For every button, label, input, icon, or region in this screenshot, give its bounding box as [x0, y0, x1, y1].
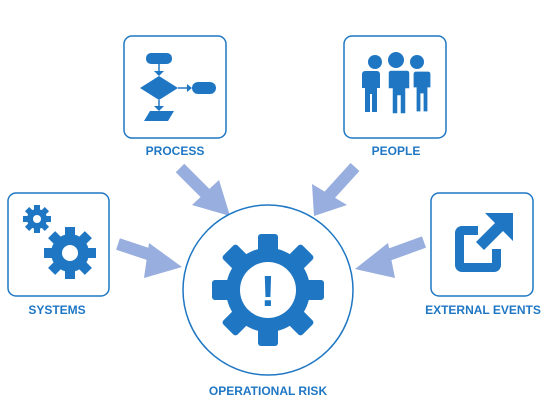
arrow-people-to-risk — [312, 162, 360, 216]
arrow-process-to-risk — [175, 163, 230, 216]
people-group-icon — [359, 52, 432, 115]
external-link-icon — [455, 213, 513, 272]
arrow-external-to-risk — [355, 236, 427, 278]
operational-risk-label: OPERATIONAL RISK — [209, 384, 328, 398]
gear-exclamation-icon: ! — [212, 234, 324, 346]
exclamation-mark: ! — [261, 267, 276, 316]
people-node: PEOPLE — [343, 35, 447, 158]
external-events-label: EXTERNAL EVENTS — [425, 303, 541, 317]
systems-node: SYSTEMS — [7, 192, 110, 317]
arrow-systems-to-risk — [116, 238, 182, 278]
flowchart-icon — [140, 53, 216, 121]
operational-risk-node: ! OPERATIONAL RISK — [182, 204, 354, 398]
external-events-node: EXTERNAL EVENTS — [425, 192, 541, 317]
process-label: PROCESS — [146, 144, 205, 158]
gears-icon — [23, 205, 96, 279]
process-node: PROCESS — [123, 35, 227, 158]
people-label: PEOPLE — [372, 144, 421, 158]
systems-label: SYSTEMS — [28, 303, 85, 317]
